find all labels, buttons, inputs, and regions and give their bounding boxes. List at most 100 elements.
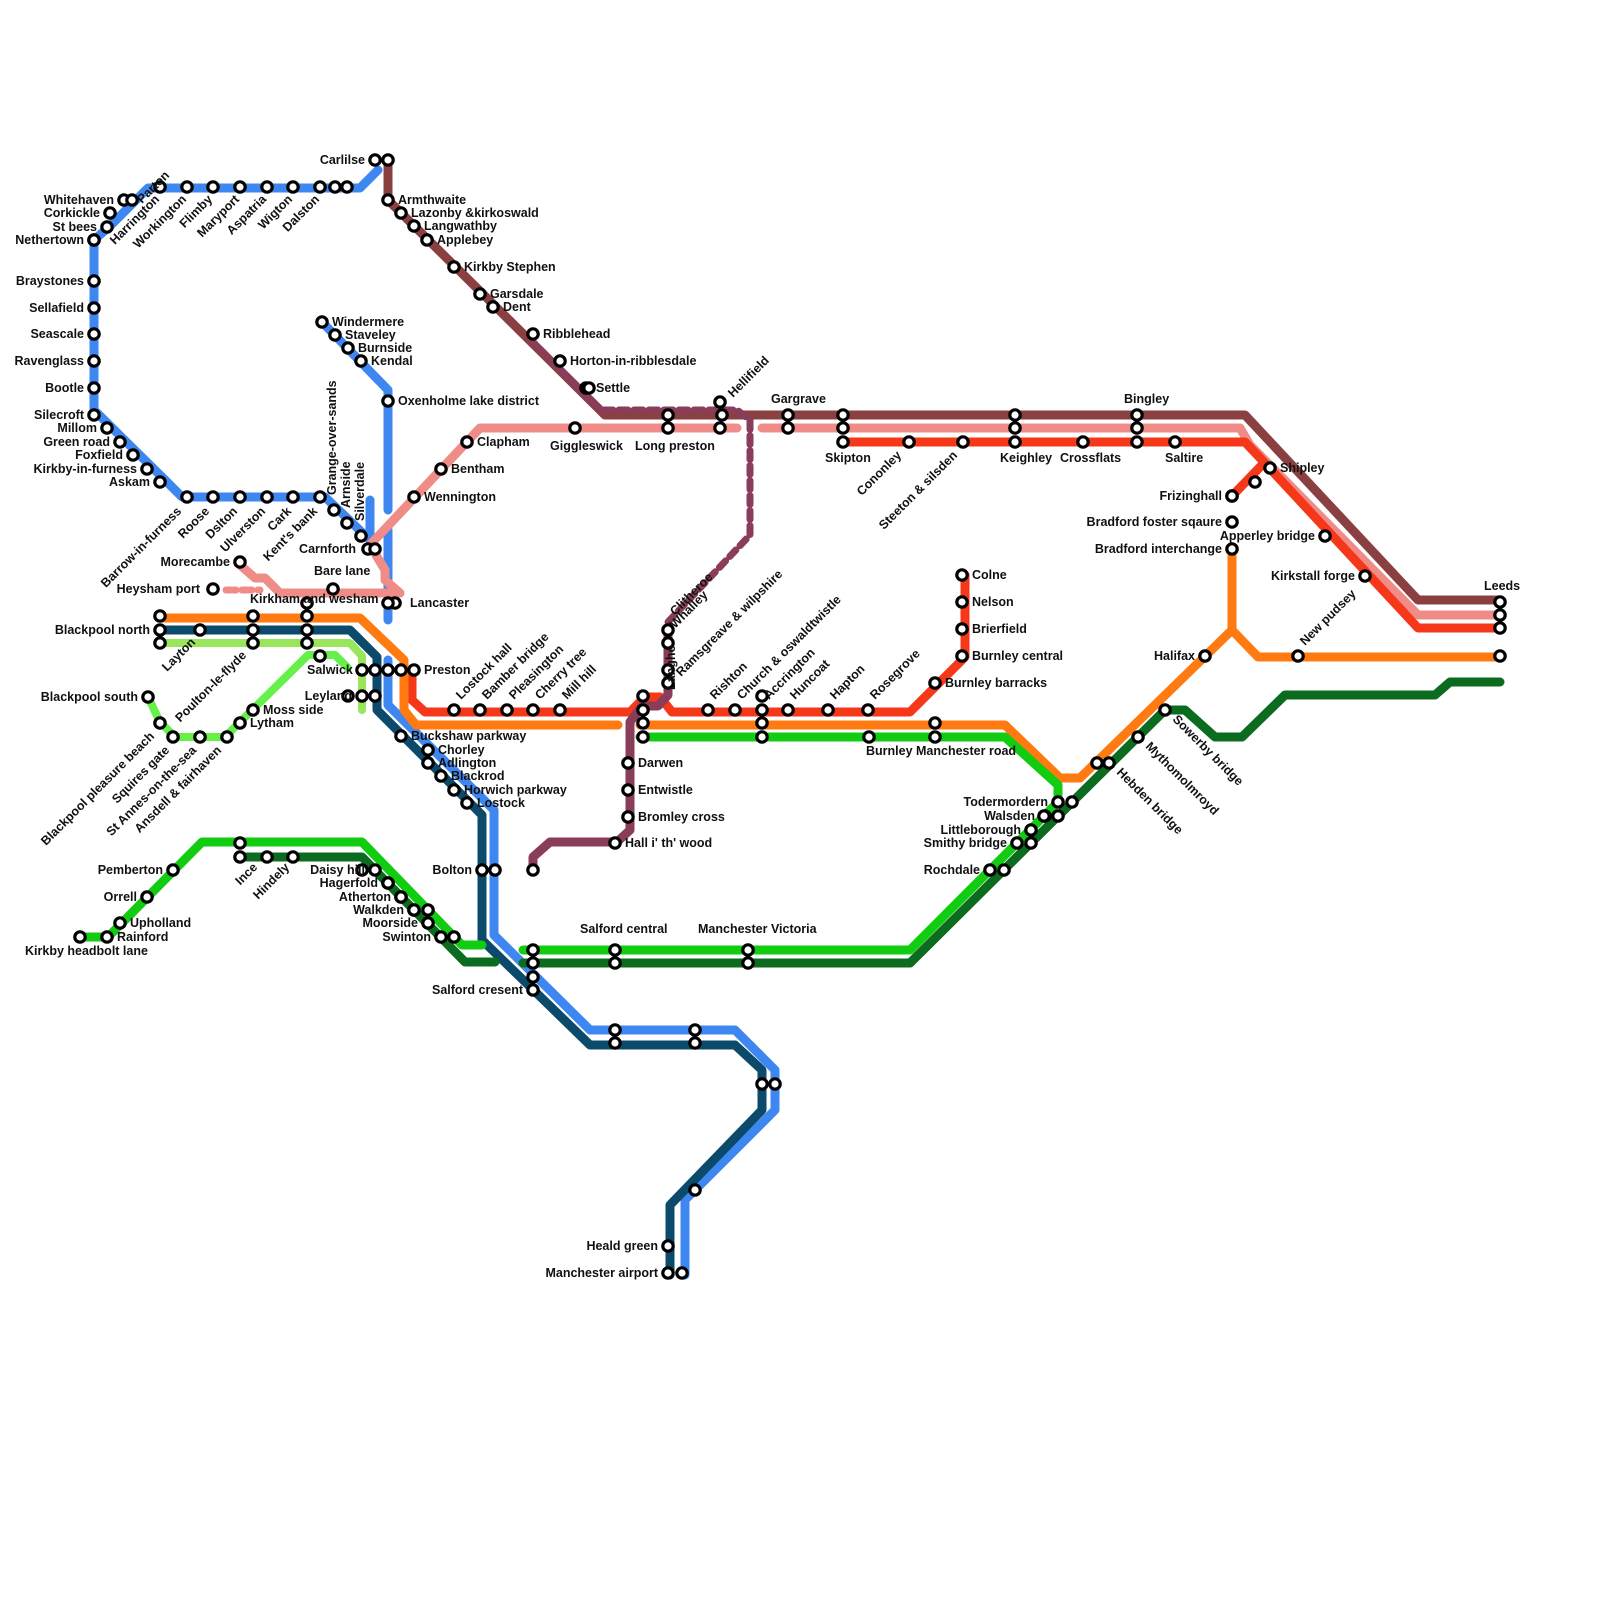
station-giggleswick[interactable] [570,423,580,433]
station-marker[interactable] [383,878,393,888]
station-marker[interactable] [528,972,538,982]
station-bingley[interactable] [1132,410,1142,420]
station-kirkby-in-furness[interactable] [142,464,152,474]
station-marker[interactable] [757,1079,767,1089]
station-wigton[interactable] [288,182,298,192]
station-green-road[interactable] [115,437,125,447]
station-marker[interactable] [423,905,433,915]
station-marker[interactable] [1039,811,1049,821]
station-accrington[interactable] [757,705,767,715]
station-marker[interactable] [449,932,459,942]
station-marker[interactable] [528,958,538,968]
station-mythomolmroyd[interactable] [1133,732,1143,742]
station-silecroft[interactable] [89,410,99,420]
station-marker[interactable] [1495,651,1505,661]
station-sowerby-bridge[interactable] [1160,705,1170,715]
station-marker[interactable] [528,945,538,955]
station-leyland[interactable] [357,691,367,701]
station-hebden-bridge[interactable] [1104,758,1114,768]
station-shipley[interactable] [1265,463,1275,473]
station-rishton[interactable] [703,705,713,715]
station-st-bees[interactable] [102,222,112,232]
station-burnley-manchester-road[interactable] [930,732,940,742]
station-barrow-in-furness[interactable] [182,492,192,502]
station-kendal[interactable] [356,356,366,366]
station-cark[interactable] [288,492,298,502]
station-nelson[interactable] [957,597,967,607]
station-seascale[interactable] [89,329,99,339]
station-armthwaite[interactable] [383,195,393,205]
station-marker[interactable] [490,865,500,875]
station-marker[interactable] [838,437,848,447]
station-crossflats[interactable] [1078,437,1088,447]
station-bolton[interactable] [477,865,487,875]
station-blackpool-south[interactable] [143,692,153,702]
station-orrell[interactable] [142,892,152,902]
station-marker[interactable] [1053,811,1063,821]
station-kent-s-bank[interactable] [315,492,325,502]
station-manchester-victoria[interactable] [743,945,753,955]
station-rochdale[interactable] [985,865,995,875]
station-silverdale[interactable] [356,531,366,541]
station-marker[interactable] [638,691,648,701]
station-applebey[interactable] [422,235,432,245]
station-marker[interactable] [1250,477,1260,487]
station-todermordern[interactable] [1053,797,1063,807]
station-colne[interactable] [957,570,967,580]
station-marker[interactable] [383,155,393,165]
station-oxenholme-lake-district[interactable] [383,396,393,406]
station-poulton-le-flyde[interactable] [248,638,258,648]
station-marker[interactable] [690,1185,700,1195]
station-gargrave[interactable] [783,410,793,420]
station-marker[interactable] [638,732,648,742]
station-marker[interactable] [155,611,165,621]
station-marker[interactable] [743,958,753,968]
station-squires-gate[interactable] [168,732,178,742]
station-marker[interactable] [1026,838,1036,848]
station-lazonby-kirkoswald[interactable] [396,208,406,218]
station-marker[interactable] [930,718,940,728]
station-bamber-bridge[interactable] [475,705,485,715]
station-marker[interactable] [302,611,312,621]
station-salwick[interactable] [315,651,325,661]
station-dslton[interactable] [235,492,245,502]
station-braystones[interactable] [89,276,99,286]
station-saltire[interactable] [1170,437,1180,447]
station-kirkby-headbolt-lane[interactable] [75,932,85,942]
station-marker[interactable] [528,865,538,875]
station-cherry-tree[interactable] [528,705,538,715]
station-leeds[interactable] [1495,610,1505,620]
station-heysham-port[interactable] [208,584,218,594]
station-marker[interactable] [1092,758,1102,768]
station-marker[interactable] [330,182,340,192]
station-marker[interactable] [584,383,594,393]
station-mill-hill[interactable] [555,705,565,715]
station-marker[interactable] [302,625,312,635]
station-pemberton[interactable] [168,865,178,875]
station-lostock-hall[interactable] [449,705,459,715]
station-st-annes-on-the-sea[interactable] [195,732,205,742]
station-apperley-bridge[interactable] [1320,531,1330,541]
station-marker[interactable] [342,182,352,192]
station-blackrod[interactable] [436,771,446,781]
station-sellafield[interactable] [89,303,99,313]
station-marker[interactable] [610,958,620,968]
station-ansdell-fairhaven[interactable] [222,732,232,742]
station-marker[interactable] [864,732,874,742]
station-keighley[interactable] [1010,423,1020,433]
station-bootle[interactable] [89,383,99,393]
station-morecambe[interactable] [235,557,245,567]
station-marker[interactable] [715,397,725,407]
station-garsdale[interactable] [475,289,485,299]
station-flimby[interactable] [208,182,218,192]
station-chorley[interactable] [423,745,433,755]
station-pleasington[interactable] [502,705,512,715]
station-marker[interactable] [1132,437,1142,447]
station-wennington[interactable] [409,492,419,502]
station-clapham[interactable] [462,437,472,447]
station-upholland[interactable] [115,918,125,928]
station-maryport[interactable] [235,182,245,192]
station-marker[interactable] [235,838,245,848]
station-steeton-silsden[interactable] [958,437,968,447]
station-marker[interactable] [248,625,258,635]
